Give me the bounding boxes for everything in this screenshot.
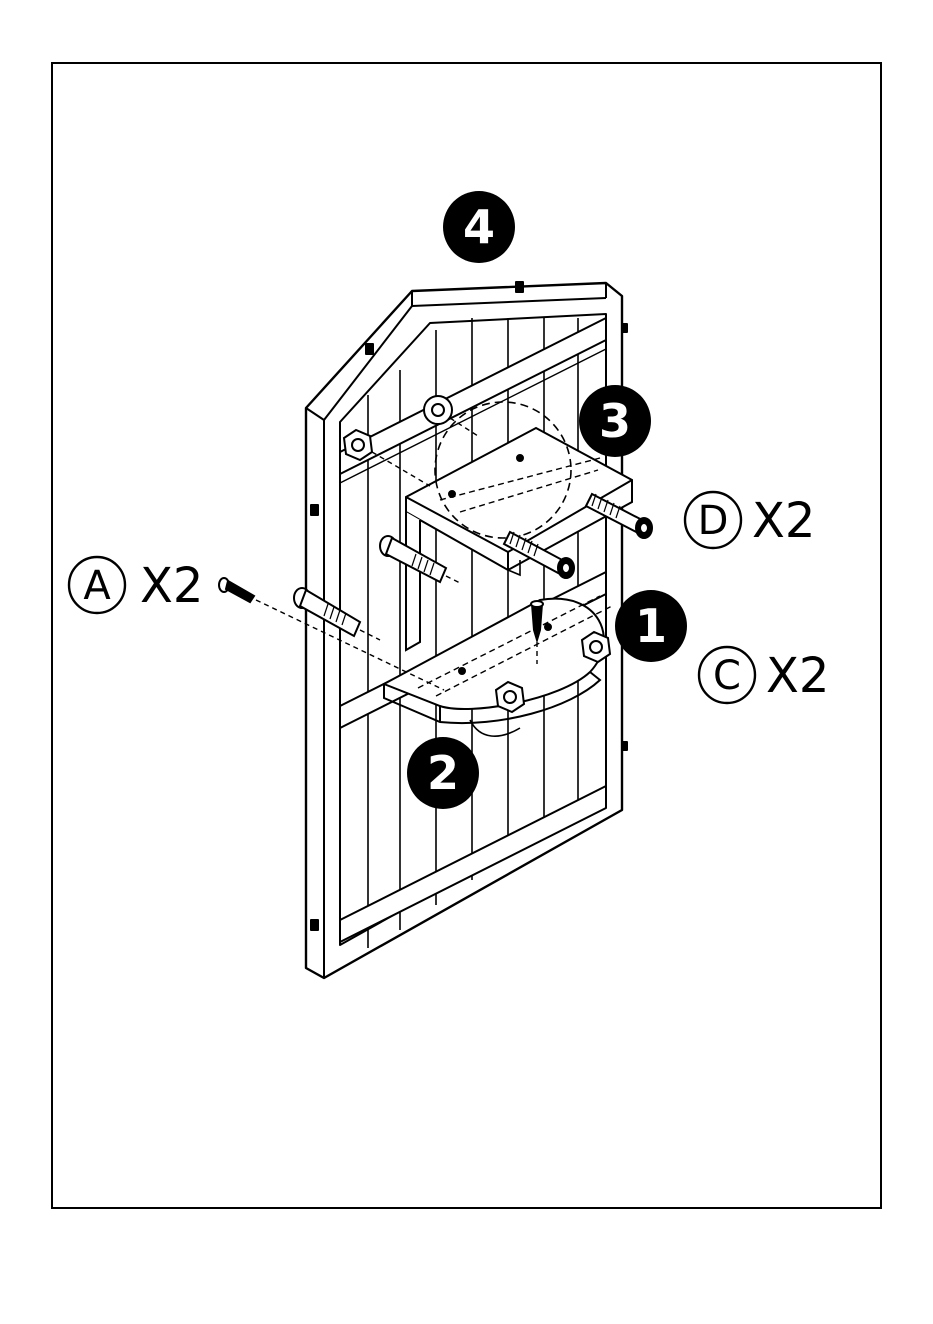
part-quantity: X2 (140, 558, 203, 614)
step-badge-1: 1 (615, 590, 687, 662)
step-badge-3: 3 (579, 385, 651, 457)
part-letter: A (83, 563, 111, 609)
part-quantity: X2 (752, 493, 815, 549)
hex-nut (496, 682, 524, 712)
step-number: 4 (463, 200, 495, 254)
hex-nut (582, 632, 610, 662)
step-number: 2 (427, 746, 459, 800)
part-letter: C (713, 653, 741, 699)
step-number: 1 (635, 599, 667, 653)
part-quantity: X2 (766, 648, 829, 704)
step-number: 3 (599, 394, 631, 448)
step-badge-2: 2 (407, 737, 479, 809)
step-badge-4: 4 (443, 191, 515, 263)
part-letter: D (698, 498, 729, 544)
